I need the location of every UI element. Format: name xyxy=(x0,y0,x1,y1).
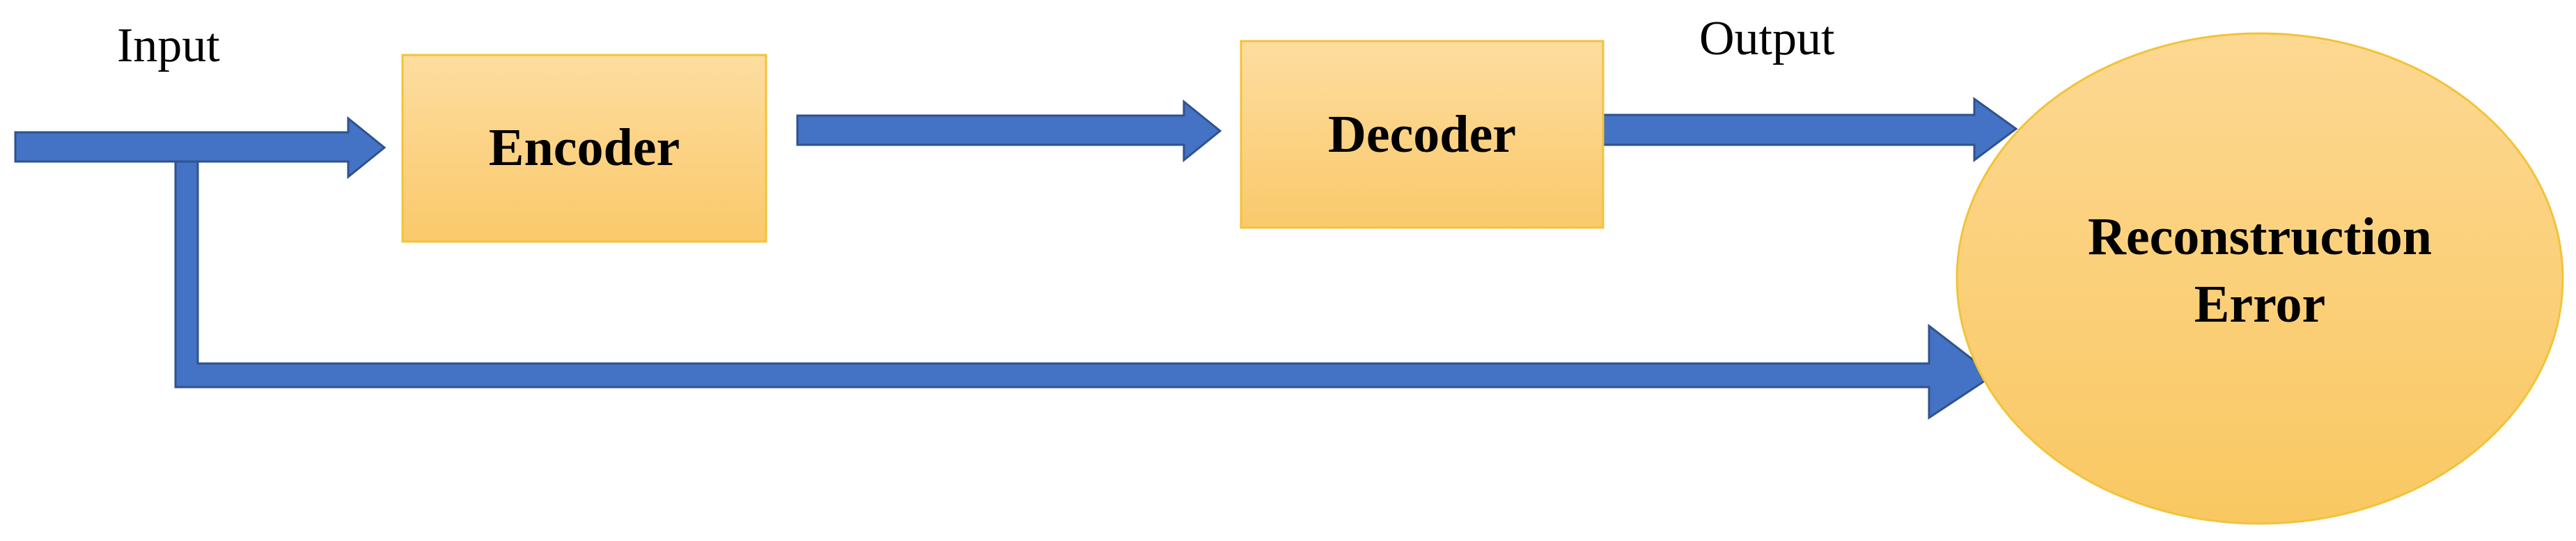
encoder-label: Encoder xyxy=(489,118,680,177)
reconstruction-label-line2: Error xyxy=(2194,275,2326,334)
decoder-to-error-arrow xyxy=(1602,97,2018,162)
skip-connection-arrow xyxy=(174,160,1995,420)
output-label: Output xyxy=(1699,12,1835,65)
encoder-to-decoder-arrow xyxy=(796,99,1222,163)
reconstruction-error-ellipse xyxy=(1956,32,2564,525)
input-arrow xyxy=(14,116,387,180)
decoder-box xyxy=(1240,40,1605,229)
input-label: Input xyxy=(117,19,220,72)
decoder-label: Decoder xyxy=(1328,105,1516,164)
reconstruction-label-line1: Reconstruction xyxy=(2088,207,2432,266)
encoder-box xyxy=(401,54,767,243)
